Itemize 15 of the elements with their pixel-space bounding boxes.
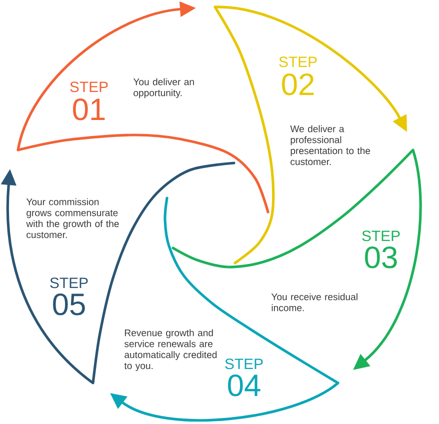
step-description: You deliver an opportunity. xyxy=(133,78,194,98)
step-description: Revenue growth and service renewals are automatically credited to you. xyxy=(124,329,217,371)
step-number: 04 xyxy=(228,374,260,396)
step-label: STEP xyxy=(279,56,317,68)
step-number: 05 xyxy=(53,293,85,316)
step-number: 01 xyxy=(73,98,105,120)
step-number: 02 xyxy=(282,73,314,96)
step-description: Your commission grows commensurate with the growth of the customer. xyxy=(26,198,119,238)
step-description: We deliver a professional presentation to the customer. xyxy=(290,125,370,166)
step-label: STEP xyxy=(50,278,88,288)
step-label: STEP xyxy=(70,82,108,92)
step-description: You receive residual income. xyxy=(271,293,358,312)
step-number: 03 xyxy=(365,246,397,268)
step-label: STEP xyxy=(362,230,400,242)
step-label: STEP xyxy=(225,358,263,370)
